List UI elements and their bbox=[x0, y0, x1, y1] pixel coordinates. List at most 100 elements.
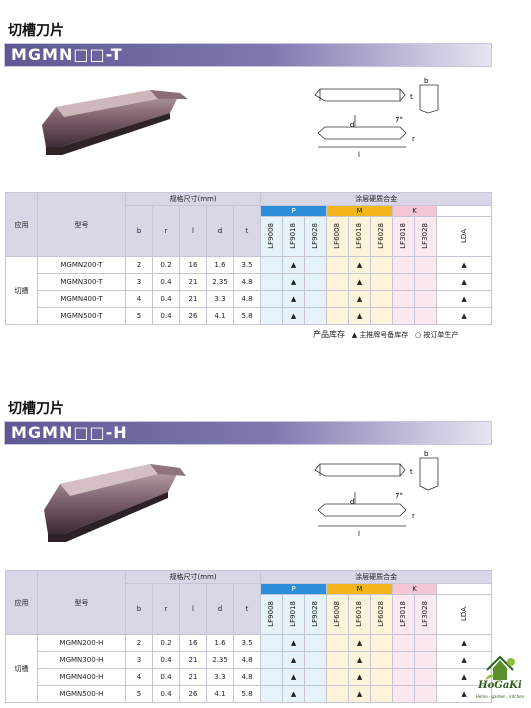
spec-col: b bbox=[125, 583, 153, 635]
value-cell: 1.6 bbox=[206, 634, 234, 652]
grade-col: LF3018 bbox=[399, 600, 408, 627]
value-cell: 4.8 bbox=[232, 273, 262, 291]
dim-d: d bbox=[350, 498, 354, 506]
grade-col: LF9028 bbox=[311, 222, 320, 249]
model-banner: MGMN□□-T bbox=[4, 43, 492, 67]
stock-mark: ▲ bbox=[348, 290, 372, 308]
grade-group-p: P bbox=[260, 205, 328, 217]
value-cell: 1.6 bbox=[206, 256, 234, 274]
value-cell: 26 bbox=[179, 307, 207, 325]
value-cell: 21 bbox=[179, 651, 207, 669]
stock-mark: ▲ bbox=[282, 307, 306, 325]
stock-legend: 产品库存 ▲ 主推牌号备库存 ○ 按订单生产 bbox=[313, 329, 458, 340]
grade-col: LF9008 bbox=[267, 600, 276, 627]
value-cell: 3 bbox=[125, 273, 153, 291]
value-cell: 0.4 bbox=[152, 273, 180, 291]
stock-mark: ▲ bbox=[348, 307, 372, 325]
stock-mark: ▲ bbox=[348, 256, 372, 274]
value-cell: 16 bbox=[179, 634, 207, 652]
value-cell: 3.5 bbox=[232, 634, 262, 652]
stock-mark: ▲ bbox=[436, 634, 493, 652]
grade-col: LF6018 bbox=[355, 600, 364, 627]
grade-col: LF9008 bbox=[267, 222, 276, 249]
dim-angle: 7° bbox=[395, 116, 403, 124]
grade-group-p: P bbox=[260, 583, 328, 595]
table-row: MGMN400-H 4 0.4 21 3.3 4.8 ▲ ▲ ▲ bbox=[6, 668, 493, 686]
logo-name: HoGaKi bbox=[478, 680, 522, 691]
stock-mark: ▲ bbox=[348, 634, 372, 652]
technical-drawing: t 7° b d l r bbox=[300, 448, 470, 543]
value-cell: 0.2 bbox=[152, 256, 180, 274]
stock-mark: ▲ bbox=[282, 290, 306, 308]
grade-col: LDA bbox=[459, 606, 468, 621]
model-cell: MGMN500-H bbox=[37, 685, 126, 703]
stock-mark: ▲ bbox=[348, 273, 372, 291]
value-cell: 2 bbox=[125, 256, 153, 274]
grade-group-blank bbox=[436, 583, 493, 595]
value-cell: 4.8 bbox=[232, 290, 262, 308]
value-cell: 5 bbox=[125, 685, 153, 703]
dim-r: r bbox=[412, 135, 415, 143]
model-cell: MGMN400-H bbox=[37, 668, 126, 686]
model-cell: MGMN200-H bbox=[37, 634, 126, 652]
value-cell: 3.3 bbox=[206, 290, 234, 308]
model-cell: MGMN500-T bbox=[37, 307, 126, 325]
table-row: MGMN500-H 5 0.4 26 4.1 5.8 ▲ ▲ ▲ bbox=[6, 685, 493, 703]
value-cell: 5.8 bbox=[232, 685, 262, 703]
table-row: 切槽 MGMN200-T 2 0.2 16 1.6 3.5 ▲ ▲ ▲ bbox=[5, 256, 493, 325]
col-application: 应用 bbox=[5, 570, 38, 635]
model-cell: MGMN300-T bbox=[37, 273, 126, 291]
model-title: MGMN□□-T bbox=[11, 45, 123, 64]
value-cell: 0.4 bbox=[152, 651, 180, 669]
value-cell: 5 bbox=[125, 307, 153, 325]
model-cell: MGMN400-T bbox=[37, 290, 126, 308]
insert-photo bbox=[30, 458, 230, 548]
value-cell: 2.35 bbox=[206, 651, 234, 669]
stock-mark: ▲ bbox=[282, 256, 306, 274]
stock-mark: ▲ bbox=[282, 273, 306, 291]
grade-group-k: K bbox=[392, 205, 438, 217]
value-cell: 0.4 bbox=[152, 290, 180, 308]
grade-col: LF6018 bbox=[355, 222, 364, 249]
model-banner: MGMN□□-H bbox=[4, 421, 492, 445]
dim-angle: 7° bbox=[395, 492, 403, 500]
spec-col: d bbox=[206, 205, 234, 257]
value-cell: 0.4 bbox=[152, 668, 180, 686]
dim-t: t bbox=[410, 93, 413, 101]
insert-photo bbox=[30, 85, 230, 165]
grade-col: LF9018 bbox=[289, 222, 298, 249]
grade-group-blank bbox=[436, 205, 493, 217]
grade-col: LF9018 bbox=[289, 600, 298, 627]
stock-mark: ▲ bbox=[282, 651, 306, 669]
brand-logo: HoGaKi Home · garden · kitchen bbox=[473, 654, 527, 706]
grade-group-m: M bbox=[326, 583, 394, 595]
application-cell: 切槽 bbox=[5, 634, 38, 703]
stock-mark: ▲ bbox=[436, 685, 493, 703]
legend-order-mark: ○ bbox=[415, 331, 422, 339]
dim-b: b bbox=[424, 450, 429, 458]
legend-label: 产品库存 bbox=[313, 330, 345, 339]
dim-t: t bbox=[410, 468, 413, 476]
stock-mark: ▲ bbox=[436, 256, 493, 274]
stock-mark: ▲ bbox=[436, 273, 493, 291]
value-cell: 26 bbox=[179, 685, 207, 703]
dim-b: b bbox=[424, 77, 429, 85]
value-cell: 4.8 bbox=[232, 668, 262, 686]
grade-col: LF6008 bbox=[333, 222, 342, 249]
stock-mark: ▲ bbox=[282, 668, 306, 686]
grade-group-header: 涂层硬质合金 bbox=[260, 192, 493, 206]
grade-col: LF6028 bbox=[377, 600, 386, 627]
value-cell: 0.4 bbox=[152, 685, 180, 703]
value-cell: 5.8 bbox=[232, 307, 262, 325]
legend-order-text: 按订单生产 bbox=[423, 331, 459, 339]
value-cell: 4 bbox=[125, 668, 153, 686]
spec-col: l bbox=[179, 583, 207, 635]
spec-table: 应用 型号 规格尺寸(mm) 涂层硬质合金 b r l d t P M K LF… bbox=[5, 192, 493, 325]
dim-l: l bbox=[358, 151, 360, 159]
dim-d: d bbox=[350, 121, 354, 129]
table-row: MGMN300-T 3 0.4 21 2.35 4.8 ▲ ▲ ▲ bbox=[6, 273, 493, 291]
grade-group-k: K bbox=[392, 583, 438, 595]
application-cell: 切槽 bbox=[5, 256, 38, 325]
dim-l: l bbox=[358, 530, 360, 538]
table-row: MGMN500-T 5 0.4 26 4.1 5.8 ▲ ▲ ▲ bbox=[6, 307, 493, 325]
